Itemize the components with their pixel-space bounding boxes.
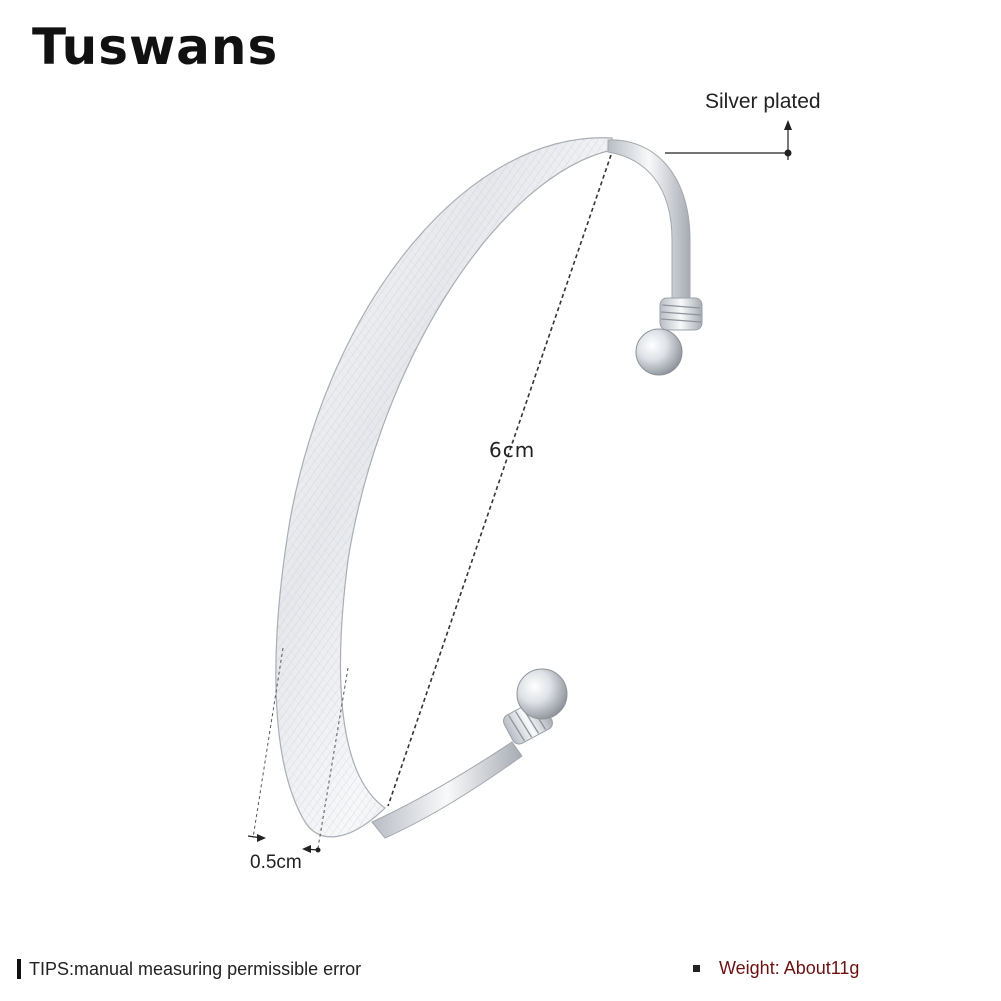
bangle-band [275,137,613,838]
tips-note: TIPS:manual measuring permissible error [17,959,361,979]
width-label: 0.5cm [250,852,302,873]
lower-wire [371,741,523,839]
diameter-label: 6cm [489,438,536,462]
lower-terminal [503,668,568,745]
diameter-dimension-line [387,154,612,807]
upper-terminal [635,297,703,376]
brand-logo: Tuswans [32,18,279,76]
material-callout [665,120,792,160]
tips-text: TIPS:manual measuring permissible error [29,959,362,979]
tips-bar-marker [17,959,21,979]
square-bullet-icon [693,964,700,972]
upper-wire [607,139,691,301]
width-dimension [247,647,349,853]
weight-text: Weight: About11g [719,958,860,978]
weight-note: Weight: About11g [693,959,859,977]
material-label: Silver plated [705,90,821,113]
